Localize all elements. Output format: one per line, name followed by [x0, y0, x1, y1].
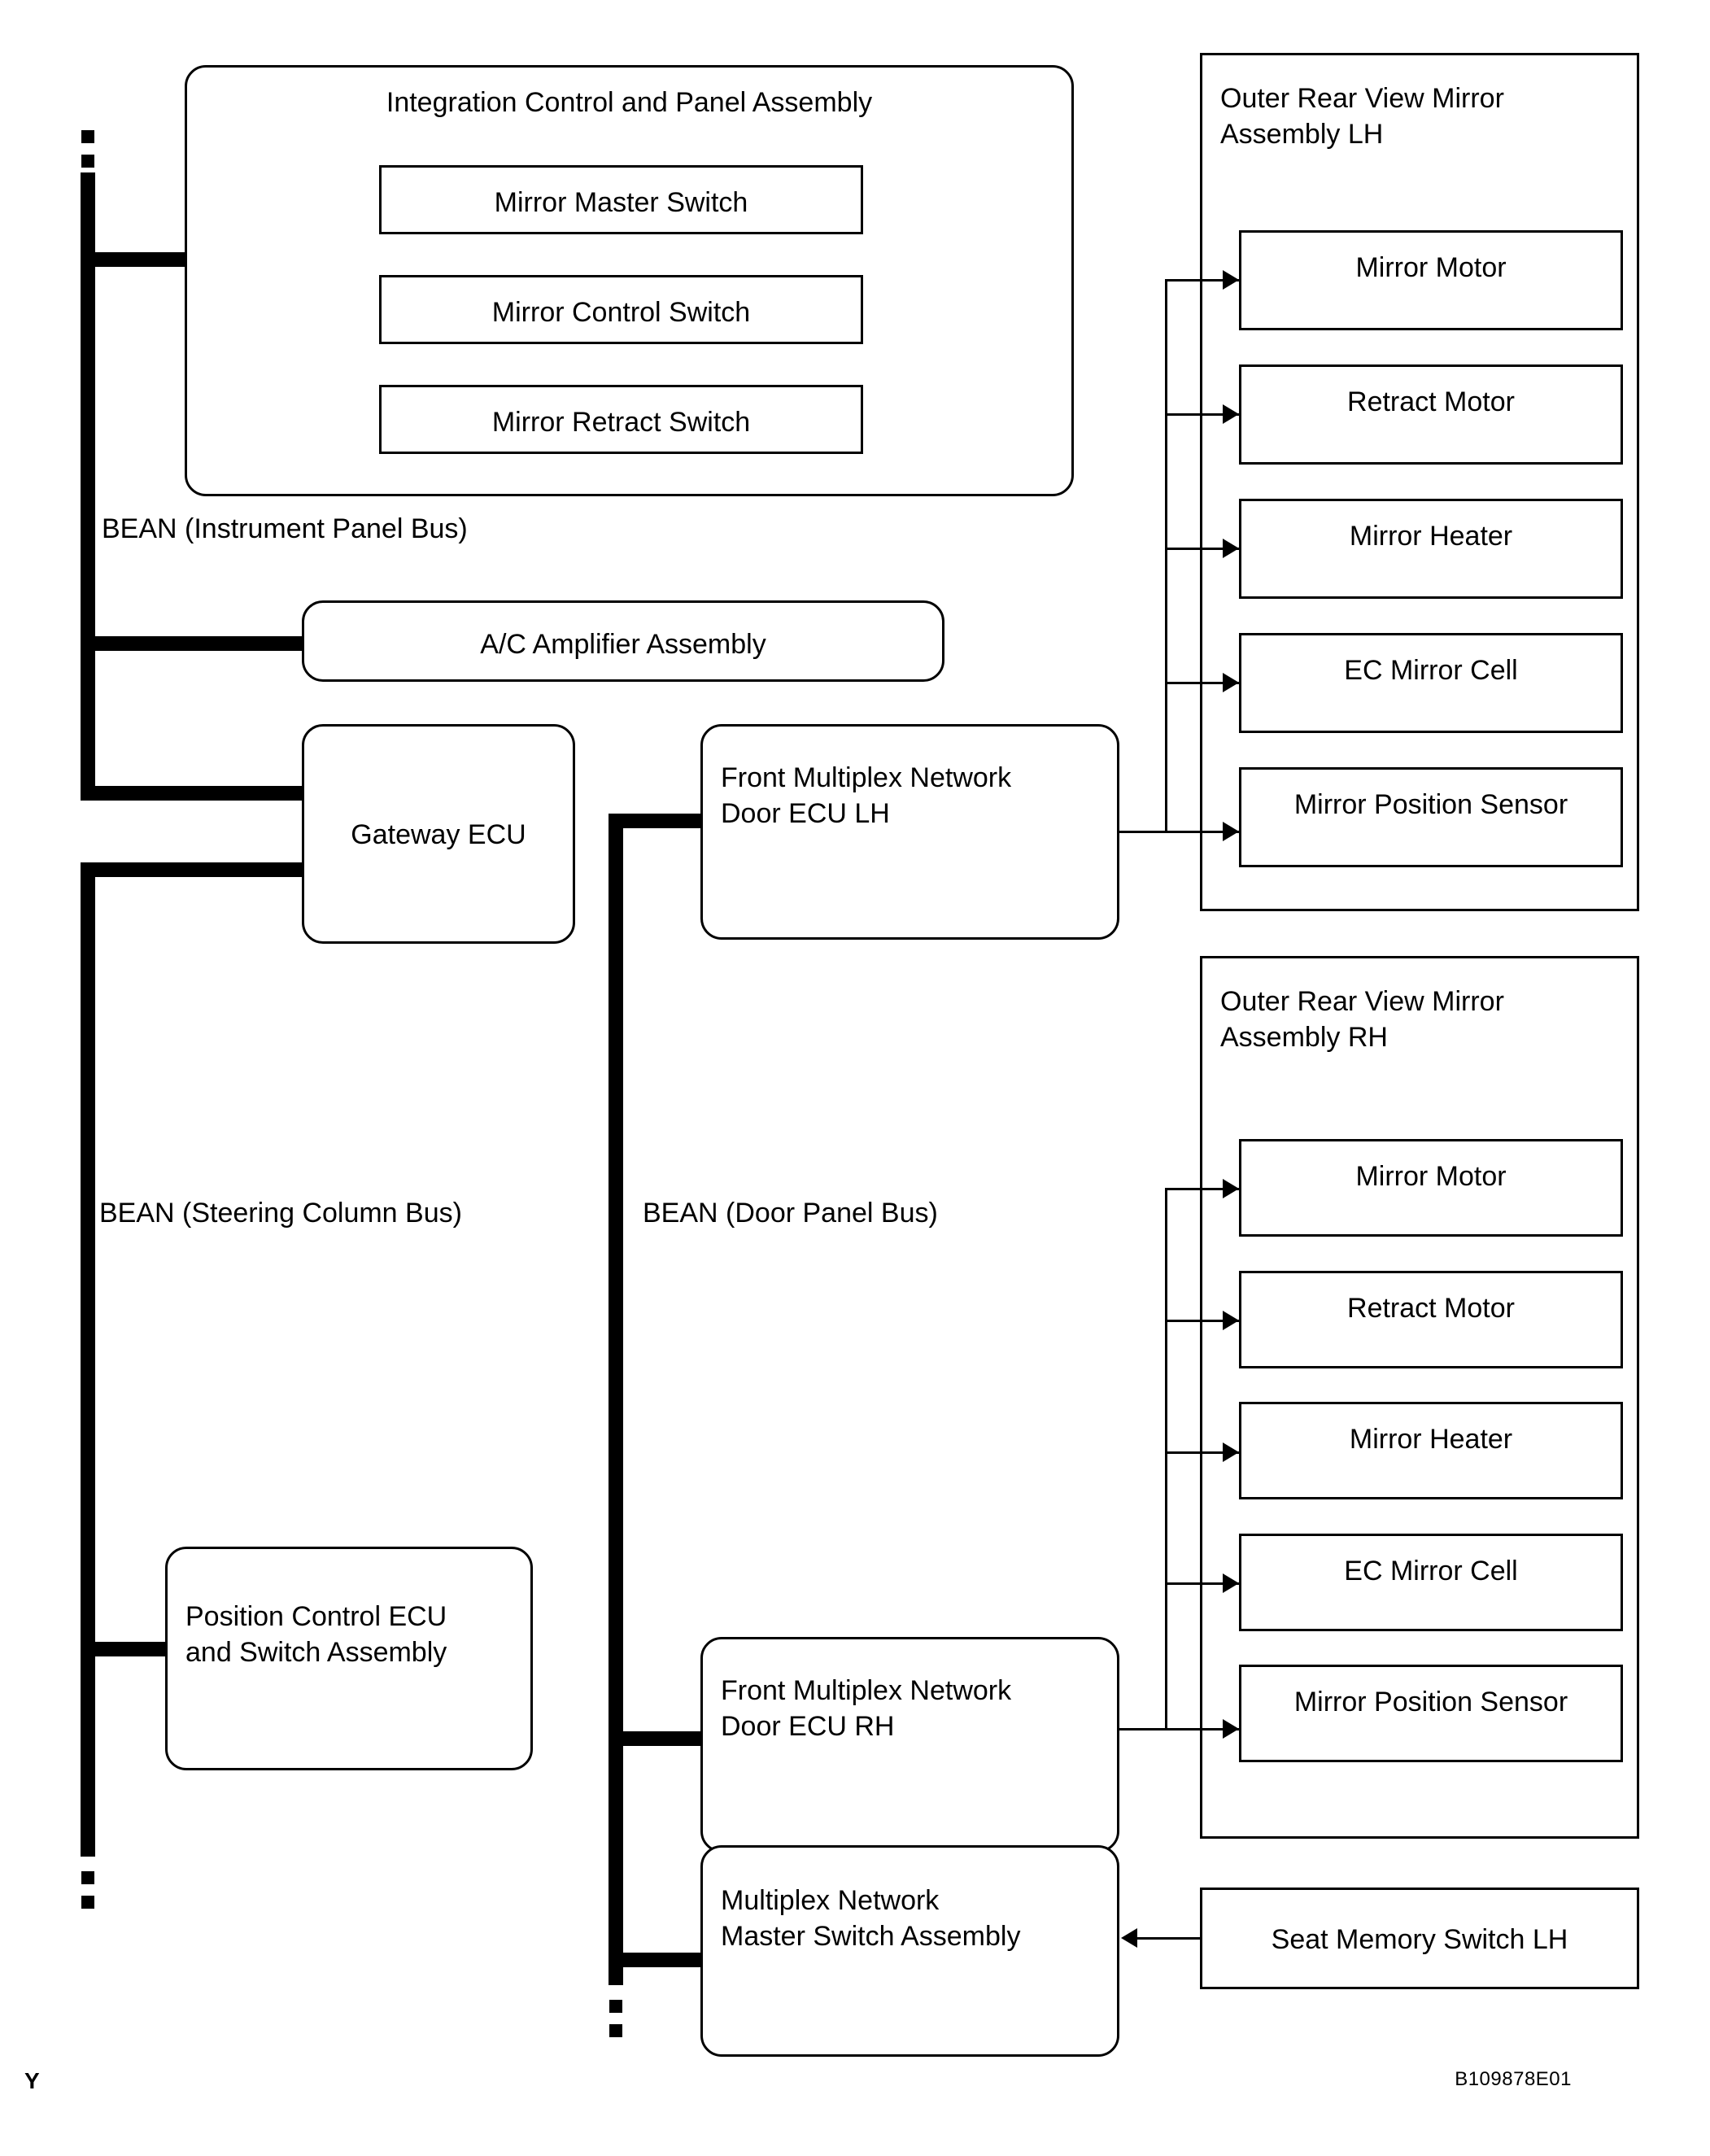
arrow-head-lh-position-sensor [1223, 822, 1239, 841]
mirror-master-switch-label: Mirror Master Switch [494, 187, 748, 218]
bus-stub-integration-panel [81, 252, 185, 267]
bus-steering-column-vertical [81, 862, 95, 1857]
connector-rh-mirror-heater [1165, 1451, 1239, 1454]
arrow-head-lh-mirror-motor [1223, 270, 1239, 290]
arrow-head-seat-memory-to-master-switch [1121, 1928, 1137, 1948]
connector-rh-retract-motor [1165, 1320, 1239, 1322]
connector-seat-memory-to-master-switch [1137, 1937, 1200, 1940]
bus-dash-top-2 [81, 155, 94, 168]
arrow-head-lh-ec-mirror-cell [1223, 673, 1239, 692]
bus-stub-multiplex-master-switch [609, 1953, 709, 1967]
mirror-lh-ec-mirror-cell-label: EC Mirror Cell [1344, 655, 1518, 686]
mirror-rh-mirror-heater: Mirror Heater [1239, 1402, 1623, 1499]
mirror-lh-mirror-position-sensor: Mirror Position Sensor [1239, 767, 1623, 867]
connector-rh-riser [1165, 1188, 1167, 1730]
mirror-rh-title-line2: Assembly RH [1220, 1022, 1388, 1053]
mirror-retract-switch-label: Mirror Retract Switch [491, 407, 751, 438]
mirror-lh-retract-motor: Retract Motor [1239, 364, 1623, 465]
front-multiplex-network-door-ecu-rh: Front Multiplex Network Door ECU RH [700, 1637, 1119, 1853]
corner-mark-y: Y [24, 2068, 40, 2093]
mirror-lh-title-line2: Assembly LH [1220, 119, 1384, 150]
ac-amplifier-assembly: A/C Amplifier Assembly [302, 600, 944, 682]
multiplex-master-switch-label-line2: Master Switch Assembly [721, 1921, 1021, 1952]
mirror-rh-mirror-motor: Mirror Motor [1239, 1139, 1623, 1237]
gateway-ecu-label: Gateway ECU [351, 819, 526, 850]
front-door-ecu-lh-label-line2: Door ECU LH [721, 798, 890, 829]
arrow-head-lh-retract-motor [1223, 404, 1239, 424]
bus-stub-ac-amplifier [81, 636, 302, 651]
arrow-head-rh-mirror-motor [1223, 1179, 1239, 1198]
position-control-ecu-and-switch-assembly: Position Control ECU and Switch Assembly [165, 1547, 533, 1770]
integration-panel-title: Integration Control and Panel Assembly [386, 87, 873, 118]
mirror-rh-mirror-motor-label: Mirror Motor [1355, 1161, 1507, 1192]
figure-code: B109878E01 [1455, 2068, 1572, 2090]
connector-lh-riser [1165, 279, 1167, 832]
bus-dash-bottom-1 [81, 1871, 94, 1884]
bus-stub-position-control-ecu [81, 1642, 175, 1656]
mirror-rh-mirror-position-sensor-label: Mirror Position Sensor [1293, 1687, 1568, 1717]
mirror-rh-retract-motor: Retract Motor [1239, 1271, 1623, 1368]
mirror-lh-retract-motor-label: Retract Motor [1347, 386, 1515, 417]
mirror-master-switch: Mirror Master Switch [379, 165, 863, 234]
mirror-lh-mirror-heater-label: Mirror Heater [1349, 521, 1513, 552]
mirror-lh-mirror-heater: Mirror Heater [1239, 499, 1623, 599]
front-door-ecu-rh-label-line1: Front Multiplex Network [721, 1675, 1012, 1706]
mirror-rh-ec-mirror-cell: EC Mirror Cell [1239, 1534, 1623, 1631]
mirror-rh-title-line1: Outer Rear View Mirror [1220, 986, 1504, 1017]
mirror-rh-mirror-position-sensor: Mirror Position Sensor [1239, 1665, 1623, 1762]
front-door-ecu-lh-label-line1: Front Multiplex Network [721, 762, 1012, 793]
connector-lh-mirror-motor [1165, 279, 1239, 282]
connector-lh-ec-mirror-cell [1165, 682, 1239, 684]
bus-label-steering-column: BEAN (Steering Column Bus) [99, 1198, 462, 1229]
seat-memory-switch-lh-label: Seat Memory Switch LH [1271, 1924, 1568, 1955]
mirror-rh-retract-motor-label: Retract Motor [1347, 1293, 1515, 1324]
multiplex-network-master-switch-assembly: Multiplex Network Master Switch Assembly [700, 1845, 1119, 2057]
seat-memory-switch-lh: Seat Memory Switch LH [1200, 1888, 1639, 1989]
ac-amplifier-assembly-label: A/C Amplifier Assembly [480, 629, 766, 660]
bus-steering-column-top-connector [81, 862, 302, 877]
mirror-lh-ec-mirror-cell: EC Mirror Cell [1239, 633, 1623, 733]
connector-door-ecu-lh-horizontal [1119, 831, 1239, 833]
bus-dash-bottom-2 [81, 1896, 94, 1909]
bus-stub-front-door-ecu-lh [609, 814, 709, 828]
arrow-head-rh-retract-motor [1223, 1311, 1239, 1330]
bus-stub-gateway-ecu [81, 786, 302, 801]
connector-rh-mirror-motor [1165, 1188, 1239, 1190]
bus-dash-top-1 [81, 130, 94, 143]
front-multiplex-network-door-ecu-lh: Front Multiplex Network Door ECU LH [700, 724, 1119, 940]
front-door-ecu-rh-label-line2: Door ECU RH [721, 1711, 895, 1742]
arrow-head-rh-mirror-heater [1223, 1442, 1239, 1462]
arrow-head-lh-mirror-heater [1223, 539, 1239, 558]
bus-label-instrument-panel: BEAN (Instrument Panel Bus) [102, 513, 468, 544]
arrow-head-rh-ec-mirror-cell [1223, 1573, 1239, 1593]
mirror-lh-mirror-motor: Mirror Motor [1239, 230, 1623, 330]
bus-dash-door-bottom-2 [609, 2024, 622, 2037]
mirror-rh-mirror-heater-label: Mirror Heater [1349, 1424, 1513, 1455]
connector-lh-retract-motor [1165, 413, 1239, 416]
multiplex-master-switch-label-line1: Multiplex Network [721, 1885, 940, 1916]
mirror-rh-ec-mirror-cell-label: EC Mirror Cell [1344, 1556, 1518, 1586]
mirror-control-switch-label: Mirror Control Switch [491, 297, 751, 328]
bus-dash-door-bottom-1 [609, 2000, 622, 2013]
position-control-ecu-label-line2: and Switch Assembly [185, 1637, 447, 1668]
bus-label-door-panel: BEAN (Door Panel Bus) [643, 1198, 938, 1229]
connector-door-ecu-rh-horizontal [1119, 1728, 1239, 1730]
mirror-control-switch: Mirror Control Switch [379, 275, 863, 344]
mirror-lh-title-line1: Outer Rear View Mirror [1220, 83, 1504, 114]
arrow-head-rh-position-sensor [1223, 1719, 1239, 1739]
mirror-lh-mirror-position-sensor-label: Mirror Position Sensor [1293, 789, 1568, 820]
bus-door-panel-vertical [609, 814, 623, 1985]
gateway-ecu: Gateway ECU [302, 724, 575, 944]
connector-lh-mirror-heater [1165, 548, 1239, 550]
position-control-ecu-label-line1: Position Control ECU [185, 1601, 447, 1632]
connector-rh-ec-mirror-cell [1165, 1582, 1239, 1585]
bus-stub-front-door-ecu-rh [609, 1731, 709, 1746]
mirror-retract-switch: Mirror Retract Switch [379, 385, 863, 454]
mirror-lh-mirror-motor-label: Mirror Motor [1355, 252, 1507, 283]
